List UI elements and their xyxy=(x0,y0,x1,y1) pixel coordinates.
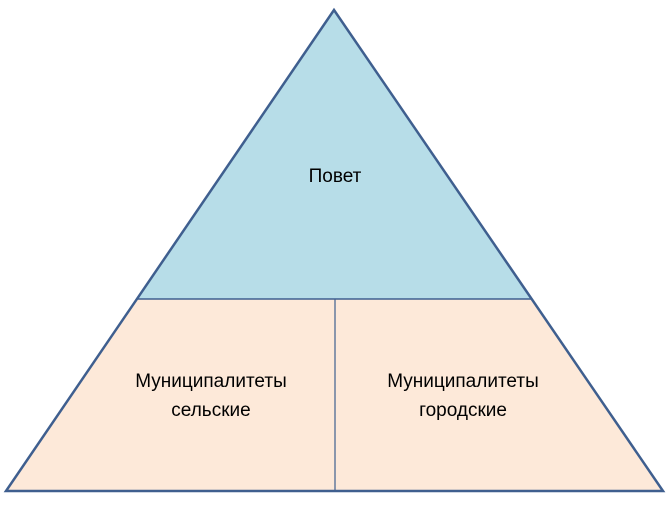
pyramid-outline xyxy=(3,7,666,493)
top-section xyxy=(137,10,531,299)
bottom-left-label-line2: сельские xyxy=(171,400,250,421)
bottom-right-label-line1: Муниципалитеты xyxy=(387,371,538,392)
bottom-left-label-line1: Муниципалитеты xyxy=(135,371,286,392)
top-label: Повет xyxy=(309,166,362,187)
bottom-right-label-line2: городские xyxy=(419,400,507,421)
